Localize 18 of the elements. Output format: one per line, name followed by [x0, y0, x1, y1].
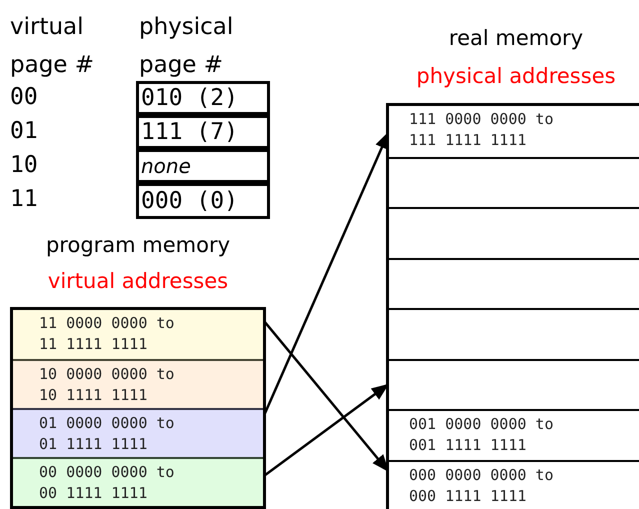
table-cell: 000 (0): [136, 183, 270, 219]
address-range-block: 01 0000 0000 to 01 1111 1111: [13, 408, 263, 457]
table-cell: 00: [10, 84, 38, 110]
address-space-heading: physical addresses: [415, 63, 617, 89]
column-header: virtual page #: [10, 13, 96, 80]
memory-heading: real memory: [448, 25, 584, 51]
table-cell: none: [136, 149, 270, 183]
table-cell: 01: [10, 118, 38, 144]
table-cell: 111 (7): [136, 115, 270, 149]
memory-heading: program memory: [44, 232, 232, 258]
address-space-heading: virtual addresses: [46, 268, 230, 294]
address-range-block: 00 0000 0000 to 00 1111 1111: [13, 457, 263, 506]
table-cell: 010 (2): [136, 81, 270, 115]
table-cell: 10: [10, 152, 38, 178]
table-cell: 11: [10, 186, 38, 212]
address-range-block: 10 0000 0000 to 10 1111 1111: [13, 359, 263, 408]
column-header: physical page #: [139, 13, 234, 80]
address-range-block: 11 0000 0000 to 11 1111 1111: [13, 310, 263, 359]
